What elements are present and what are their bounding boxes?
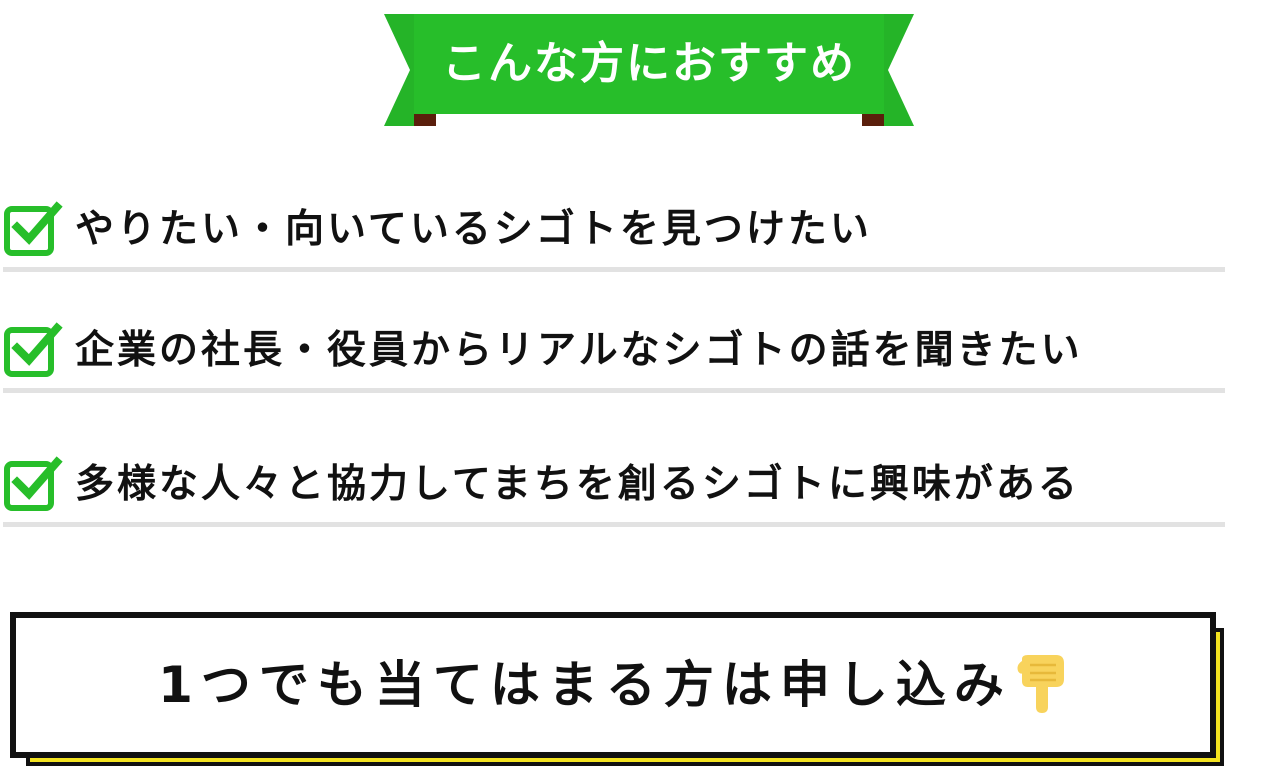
cta-face[interactable]: 1つでも当てはまる方は申し込み	[10, 612, 1216, 758]
checklist-item: やりたい・向いているシゴトを見つけたい	[3, 195, 1225, 272]
pointing-down-hand-icon	[1016, 653, 1068, 715]
cta-label[interactable]: 1つでも当てはまる方は申し込み	[158, 656, 1012, 714]
apply-cta-button[interactable]: 1つでも当てはまる方は申し込み	[10, 612, 1230, 772]
ribbon-title: こんな方におすすめ	[442, 38, 856, 89]
recommendation-checklist: やりたい・向いているシゴトを見つけたい 企業の社長・役員からリアルなシゴトの話を…	[3, 0, 1225, 540]
divider	[3, 267, 1225, 272]
ribbon-shape	[384, 14, 914, 126]
checklist-item: 企業の社長・役員からリアルなシゴトの話を聞きたい	[3, 316, 1225, 393]
checklist-item-label: 多様な人々と協力してまちを創るシゴトに興味がある	[75, 462, 1080, 507]
checkbox-checked-icon	[3, 320, 63, 378]
checklist-item: 多様な人々と協力してまちを創るシゴトに興味がある	[3, 450, 1225, 527]
checklist-item-label: やりたい・向いているシゴトを見つけたい	[75, 207, 872, 252]
divider	[3, 522, 1225, 527]
divider	[3, 388, 1225, 393]
recommendation-ribbon: こんな方におすすめ	[384, 14, 914, 126]
checklist-item-label: 企業の社長・役員からリアルなシゴトの話を聞きたい	[75, 328, 1083, 373]
checkbox-checked-icon	[3, 199, 63, 257]
cta-label-row[interactable]: 1つでも当てはまる方は申し込み	[16, 618, 1210, 752]
checkbox-checked-icon	[3, 454, 63, 512]
